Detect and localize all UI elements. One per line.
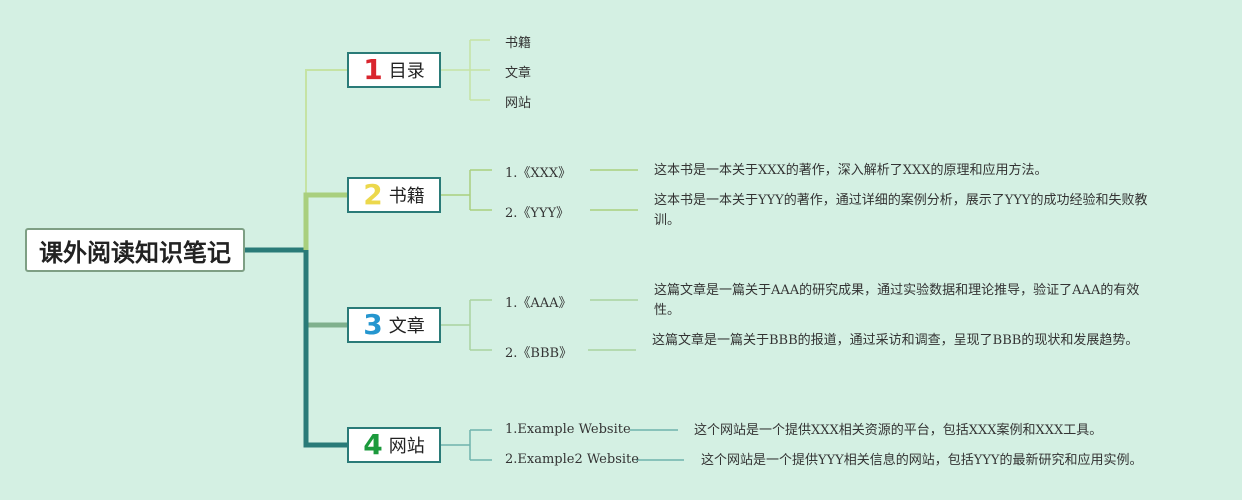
leaf-book-xxx[interactable]: 1.《XXX》 xyxy=(505,166,572,181)
leaf-toc-websites[interactable]: 网站 xyxy=(505,96,532,111)
branch-books[interactable]: 2 书籍 xyxy=(347,177,441,213)
branch-number-2: 2 xyxy=(363,178,383,211)
connector-root-branch-4 xyxy=(303,250,347,448)
connector-branch-3-children xyxy=(440,299,638,351)
branch-number-3: 3 xyxy=(363,308,383,341)
branch-label-articles: 文章 xyxy=(388,316,425,337)
branch-label-websites: 网站 xyxy=(388,436,425,457)
leaf-website-example[interactable]: 1.Example Website xyxy=(505,422,631,437)
desc-book-yyy: 这本书是一本关于YYY的著作，通过详细的案例分析，展示了YYY的成功经验和失败教… xyxy=(654,193,1148,228)
desc-book-xxx: 这本书是一本关于XXX的著作，深入解析了XXX的原理和应用方法。 xyxy=(654,163,1048,178)
branch-label-books: 书籍 xyxy=(388,186,425,207)
desc-website-example: 这个网站是一个提供XXX相关资源的平台，包括XXX案例和XXX工具。 xyxy=(694,423,1103,438)
desc-article-aaa: 这篇文章是一篇关于AAA的研究成果，通过实验数据和理论推导，验证了AAA的有效性… xyxy=(654,283,1140,318)
leaf-toc-books[interactable]: 书籍 xyxy=(505,36,532,51)
leaf-website-example2[interactable]: 2.Example2 Website xyxy=(505,452,639,467)
connector-branch-1-children xyxy=(440,39,490,101)
branch-number-4: 4 xyxy=(363,428,383,461)
connector-root-branch-2 xyxy=(303,192,347,250)
leaf-book-yyy[interactable]: 2.《YYY》 xyxy=(505,206,570,221)
branch-articles[interactable]: 3 文章 xyxy=(347,307,441,343)
desc-website-example2: 这个网站是一个提供YYY相关信息的网站，包括YYY的最新研究和应用实例。 xyxy=(701,453,1143,468)
branch-websites[interactable]: 4 网站 xyxy=(347,427,441,463)
connector-root-branch-1 xyxy=(305,69,347,250)
branch-label-toc: 目录 xyxy=(388,61,425,82)
connector-branch-4-children xyxy=(440,429,684,461)
connector-root-branch-3 xyxy=(303,250,347,328)
branch-number-1: 1 xyxy=(363,53,383,86)
branch-toc[interactable]: 1 目录 xyxy=(347,52,441,88)
leaf-article-aaa[interactable]: 1.《AAA》 xyxy=(505,296,572,311)
desc-article-bbb: 这篇文章是一篇关于BBB的报道，通过采访和调查，呈现了BBB的现状和发展趋势。 xyxy=(652,333,1139,348)
leaf-toc-articles[interactable]: 文章 xyxy=(505,66,532,81)
root-title: 课外阅读知识笔记 xyxy=(39,238,231,267)
root-topic[interactable]: 课外阅读知识笔记 xyxy=(25,228,245,272)
leaf-article-bbb[interactable]: 2.《BBB》 xyxy=(505,346,573,361)
connector-branch-2-children xyxy=(440,169,638,211)
